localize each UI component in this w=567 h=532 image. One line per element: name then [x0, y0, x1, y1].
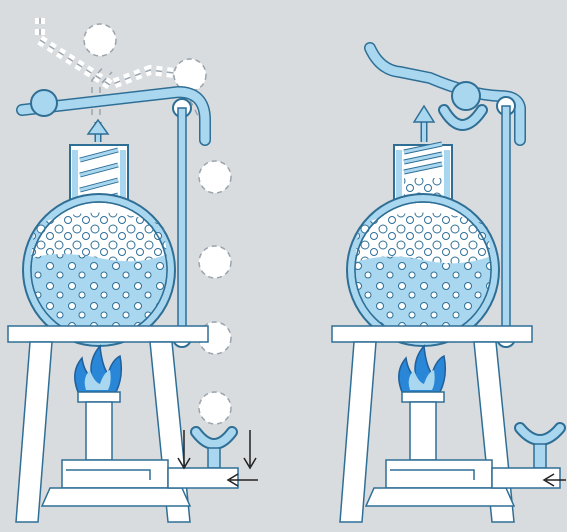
cup-stem [208, 448, 220, 468]
ghost-ball-icon [199, 161, 231, 193]
burner-foot [42, 488, 190, 506]
burner-foot [366, 488, 514, 506]
ball-icon [31, 90, 57, 116]
ghost-ball-icon [199, 392, 231, 424]
burner-head [402, 392, 444, 402]
burner-base [62, 460, 168, 488]
table-top [8, 326, 208, 342]
steam-bubbles [31, 213, 167, 262]
cup-stem [534, 444, 546, 468]
steam-bubbles [355, 213, 491, 264]
gas-inlet [492, 468, 560, 488]
table-top [332, 326, 532, 342]
ghost-ball-icon [199, 246, 231, 278]
ghost-ball-icon [84, 24, 116, 56]
lever-rod [178, 108, 186, 338]
burner-base [386, 460, 492, 488]
lever-rod [502, 106, 510, 338]
gas-inlet [168, 468, 238, 488]
burner-icon [86, 402, 112, 460]
burner-head [78, 392, 120, 402]
ball-icon [452, 82, 480, 110]
burner-icon [410, 402, 436, 460]
